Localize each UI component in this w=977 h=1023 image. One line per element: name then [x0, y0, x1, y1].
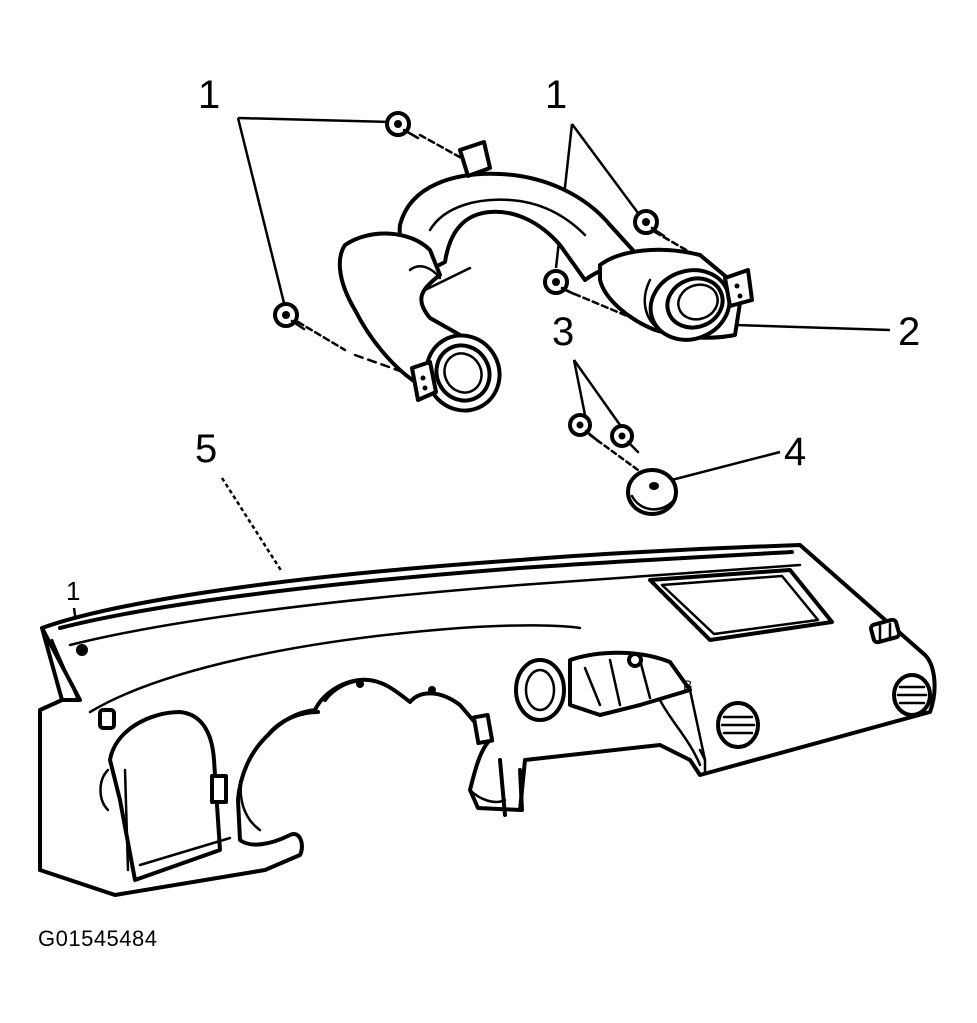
- callout-2: 2: [898, 310, 920, 354]
- right-vent: [716, 701, 760, 749]
- fastener-clip: [633, 209, 666, 238]
- callout-1-left: 1: [198, 73, 220, 117]
- figure-id: G01545484: [38, 926, 158, 951]
- svg-text:B: B: [683, 677, 692, 693]
- air-duct: [337, 140, 754, 413]
- callout-1-right: 1: [545, 73, 567, 117]
- fastener-clip: [543, 269, 576, 296]
- callout-5: 5: [195, 427, 217, 471]
- fastener-clip: [385, 111, 420, 140]
- fastener-clips: [273, 111, 666, 454]
- instrument-panel: B: [38, 543, 937, 897]
- sensor: [626, 468, 678, 516]
- fastener-screw: [610, 424, 640, 454]
- callout-3: 3: [552, 310, 574, 354]
- callout-4: 4: [784, 430, 806, 474]
- right-vent: [892, 673, 932, 717]
- fastener-screw: [568, 413, 600, 443]
- fastener-clip: [273, 302, 306, 331]
- callout-1-dash: 1: [66, 576, 80, 606]
